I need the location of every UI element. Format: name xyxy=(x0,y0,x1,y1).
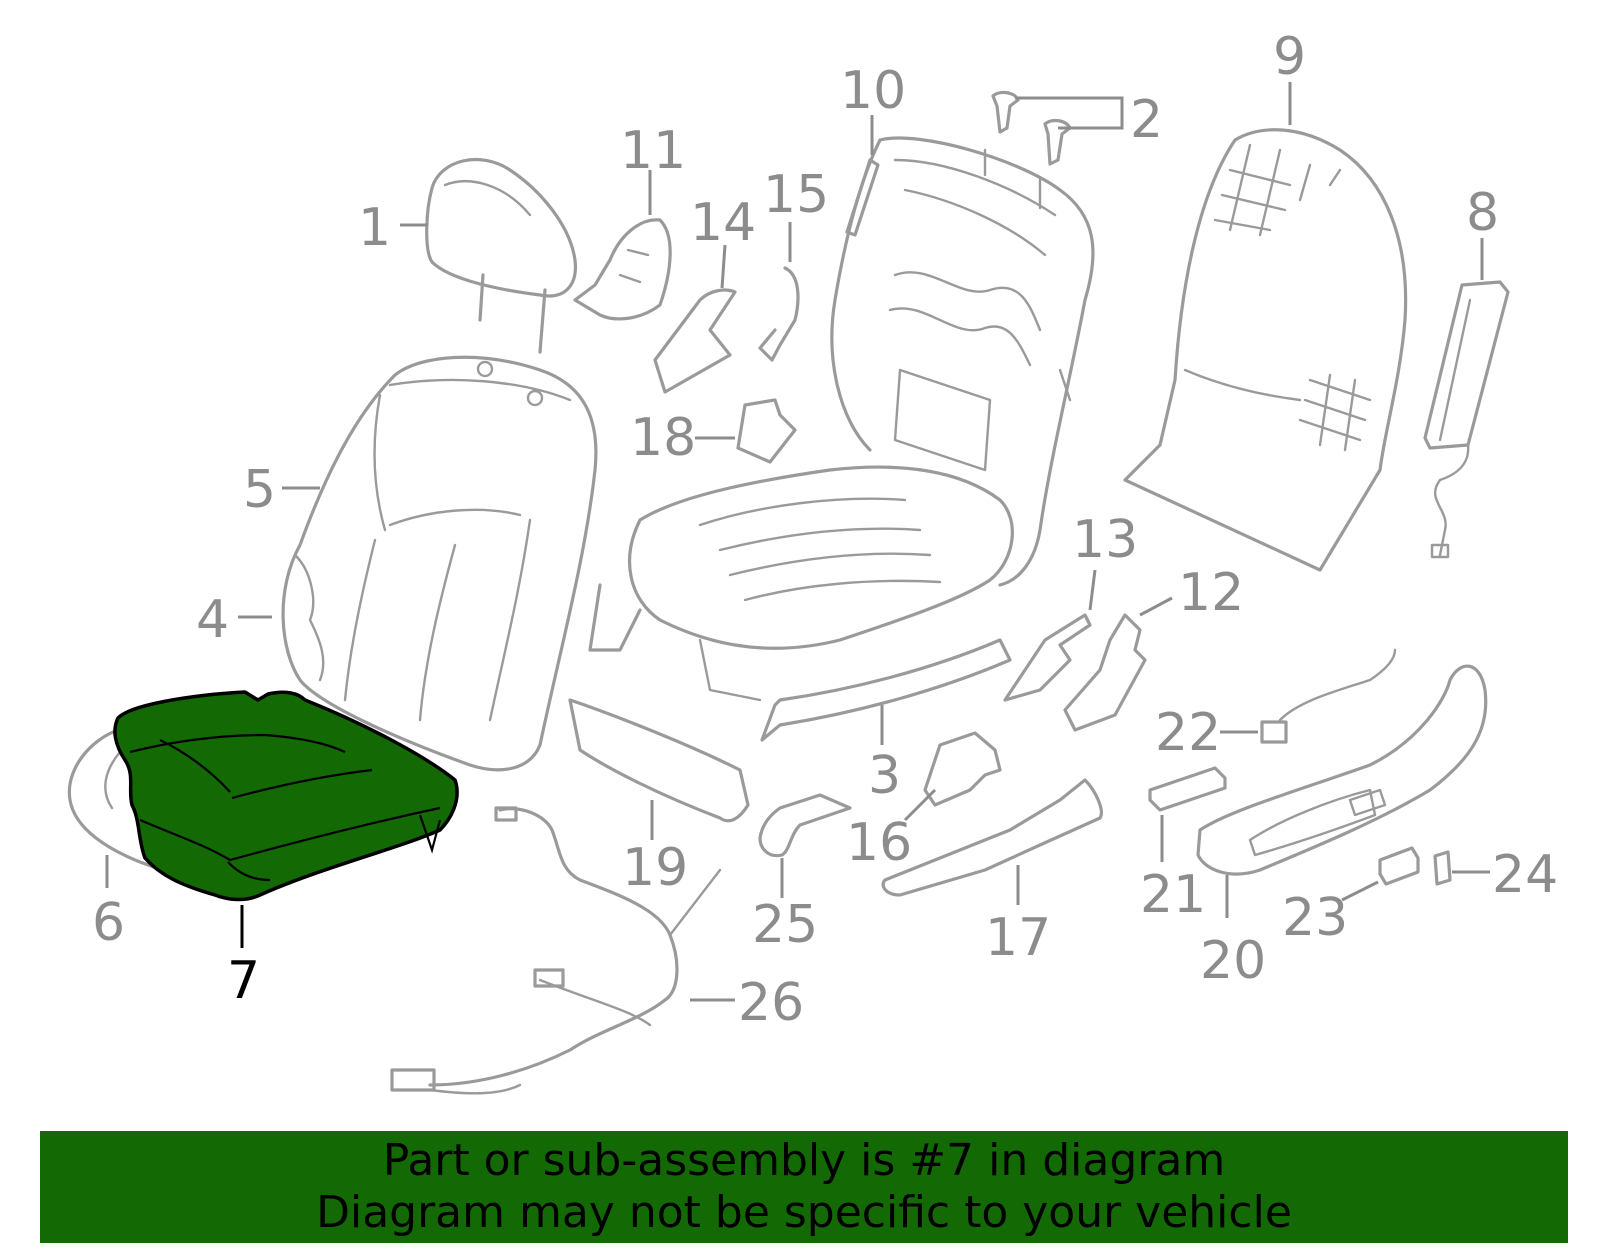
part-20-side-shield[interactable] xyxy=(1196,664,1488,876)
part-23-knob[interactable] xyxy=(1378,846,1420,886)
part-2-clips[interactable] xyxy=(991,90,1072,166)
leader-12 xyxy=(1139,596,1173,617)
callout-25[interactable]: 25 xyxy=(752,895,818,955)
callout-6[interactable]: 6 xyxy=(92,893,125,953)
info-banner: Part or sub-assembly is #7 in diagram Di… xyxy=(40,1131,1568,1243)
part-21-switch[interactable] xyxy=(1148,766,1227,812)
part-22-connector[interactable] xyxy=(1260,648,1397,744)
callout-11[interactable]: 11 xyxy=(620,121,686,181)
part-9-back-board[interactable] xyxy=(1123,128,1408,572)
leader-14 xyxy=(720,244,727,289)
callout-10[interactable]: 10 xyxy=(840,61,906,121)
part-15-sensor[interactable] xyxy=(758,266,800,362)
callout-24[interactable]: 24 xyxy=(1492,845,1558,905)
callout-21[interactable]: 21 xyxy=(1140,865,1206,925)
callout-18[interactable]: 18 xyxy=(630,408,696,468)
part-10-rod[interactable] xyxy=(845,158,880,237)
part-25-cover[interactable] xyxy=(758,793,852,858)
part-5-seatback-cover[interactable] xyxy=(281,355,598,772)
callout-12[interactable]: 12 xyxy=(1178,563,1244,623)
part-13-bracket[interactable] xyxy=(1003,613,1092,702)
part-12-bracket[interactable] xyxy=(1063,613,1147,732)
callout-labels: 1 2 3 4 5 6 7 8 9 10 11 12 13 14 15 16 1… xyxy=(92,27,1558,1033)
callout-2[interactable]: 2 xyxy=(1130,90,1163,150)
callout-13[interactable]: 13 xyxy=(1072,510,1138,570)
callout-1[interactable]: 1 xyxy=(358,198,391,258)
banner-line-2: Diagram may not be specific to your vehi… xyxy=(316,1187,1292,1238)
callout-7[interactable]: 7 xyxy=(227,951,260,1011)
part-18-clip[interactable] xyxy=(736,398,797,464)
callout-22[interactable]: 22 xyxy=(1155,703,1221,763)
part-3-seat-frame[interactable] xyxy=(588,136,1095,742)
callout-23[interactable]: 23 xyxy=(1282,888,1348,948)
callout-4[interactable]: 4 xyxy=(196,590,229,650)
leader-23 xyxy=(1341,880,1379,902)
callout-17[interactable]: 17 xyxy=(985,908,1051,968)
leader-13 xyxy=(1088,569,1097,611)
part-26-harness[interactable] xyxy=(390,806,722,1095)
leader-16 xyxy=(903,788,937,822)
part-11-trim[interactable] xyxy=(573,218,672,321)
part-24-knob[interactable] xyxy=(1433,850,1452,886)
part-16-bracket[interactable] xyxy=(923,731,1002,807)
leader-lines xyxy=(105,82,1490,1002)
callout-20[interactable]: 20 xyxy=(1200,931,1266,991)
callout-19[interactable]: 19 xyxy=(622,838,688,898)
callout-8[interactable]: 8 xyxy=(1466,183,1499,243)
callout-3[interactable]: 3 xyxy=(868,746,901,806)
part-19-front-trim[interactable] xyxy=(568,698,750,823)
part-17-trim-panel[interactable] xyxy=(881,778,1103,897)
banner-line-1: Part or sub-assembly is #7 in diagram xyxy=(382,1135,1226,1186)
callout-26[interactable]: 26 xyxy=(738,973,804,1033)
part-8-airbag-module[interactable] xyxy=(1423,280,1510,559)
callout-5[interactable]: 5 xyxy=(243,460,276,520)
part-1-headrest[interactable] xyxy=(425,157,578,354)
callout-9[interactable]: 9 xyxy=(1273,27,1306,87)
callout-16[interactable]: 16 xyxy=(846,813,912,873)
leader-2 xyxy=(1015,96,1124,130)
part-7-seat-cushion-cover[interactable] xyxy=(113,690,459,902)
callout-14[interactable]: 14 xyxy=(690,193,756,253)
callout-15[interactable]: 15 xyxy=(763,165,829,225)
part-14-bracket[interactable] xyxy=(653,288,737,394)
